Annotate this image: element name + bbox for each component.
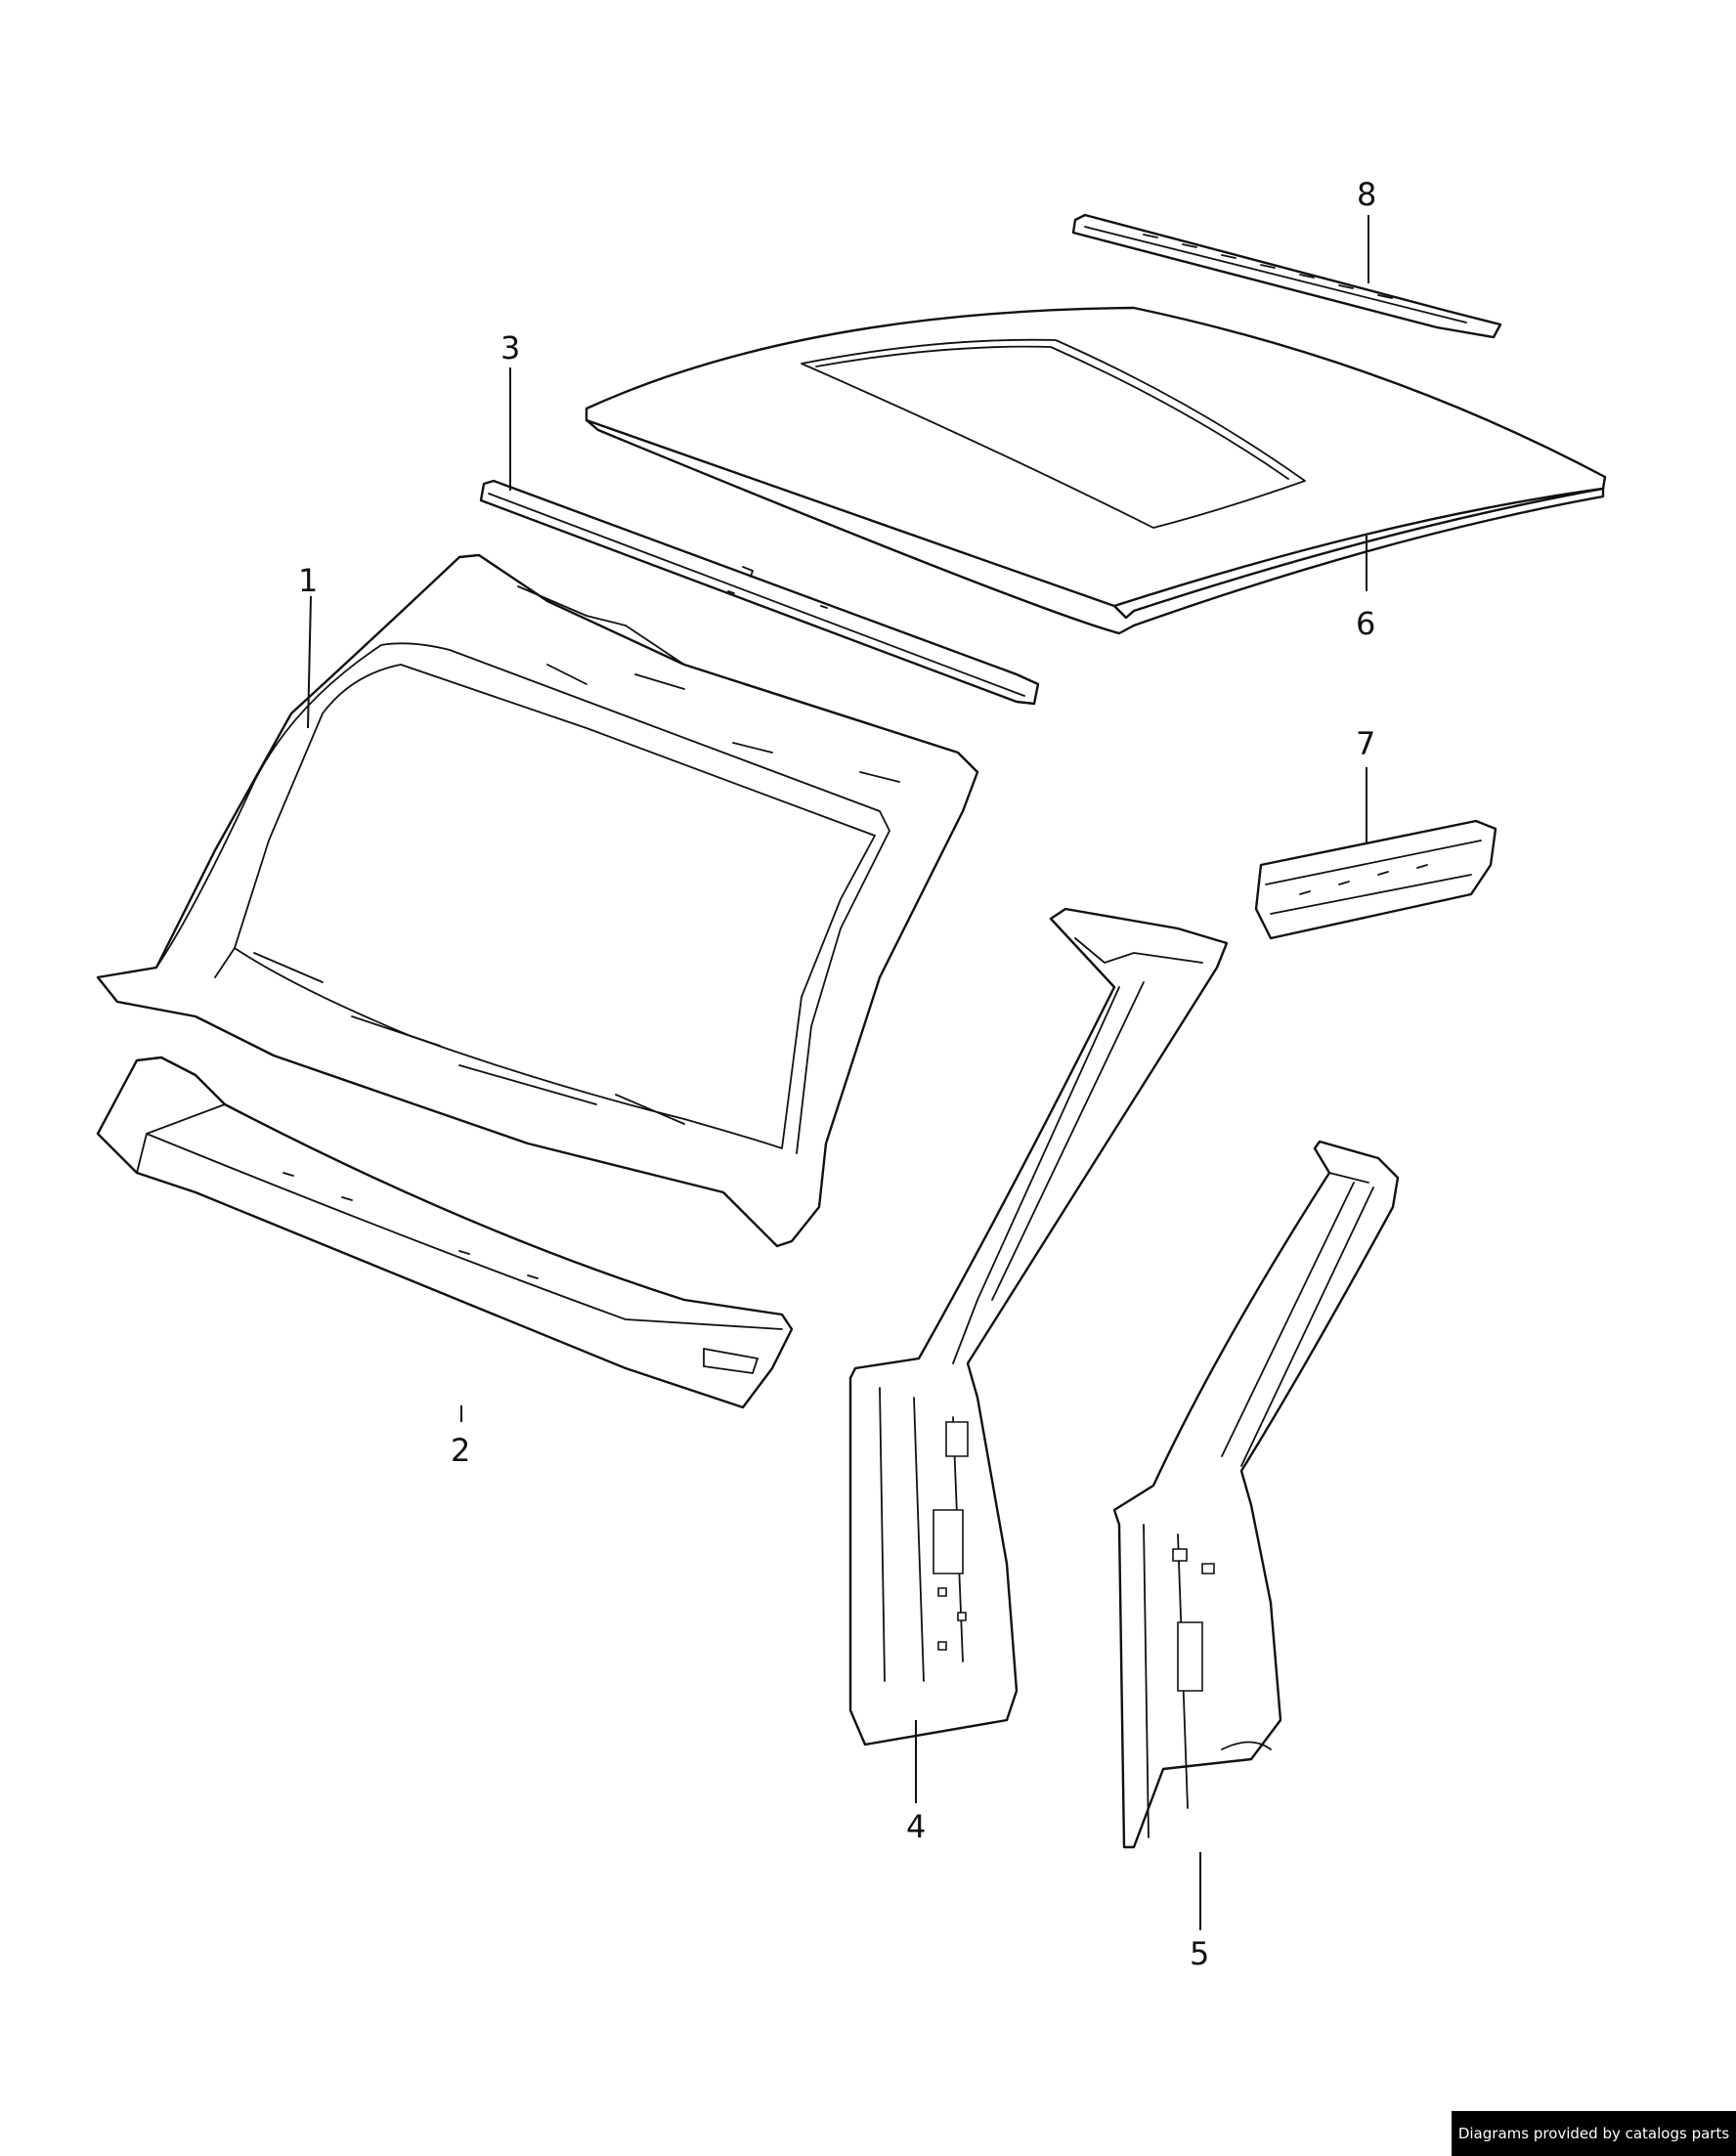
part-4-a-pillar[interactable] [848, 907, 1229, 1746]
leader-1 [307, 595, 312, 729]
callout-5: 5 [1190, 1935, 1209, 1972]
callout-6: 6 [1356, 605, 1375, 642]
part-1-windshield-frame[interactable] [96, 553, 979, 1248]
part-5-b-pillar[interactable] [1112, 1140, 1400, 1849]
part-2-cowl-panel[interactable] [96, 1056, 794, 1409]
callout-1: 1 [298, 562, 318, 599]
callout-7: 7 [1356, 725, 1375, 762]
part-6-roof-panel[interactable] [585, 306, 1607, 635]
callout-8: 8 [1357, 176, 1376, 213]
part-7-reinforcement[interactable] [1254, 819, 1497, 940]
part-8-roof-rear-rail[interactable] [1071, 213, 1502, 339]
credit-badge: Diagrams provided by catalogs parts [1452, 2111, 1736, 2156]
part-3-roof-front-rail[interactable] [479, 479, 1040, 706]
callout-4: 4 [906, 1808, 926, 1845]
callout-2: 2 [451, 1432, 470, 1469]
callout-3: 3 [500, 329, 520, 367]
